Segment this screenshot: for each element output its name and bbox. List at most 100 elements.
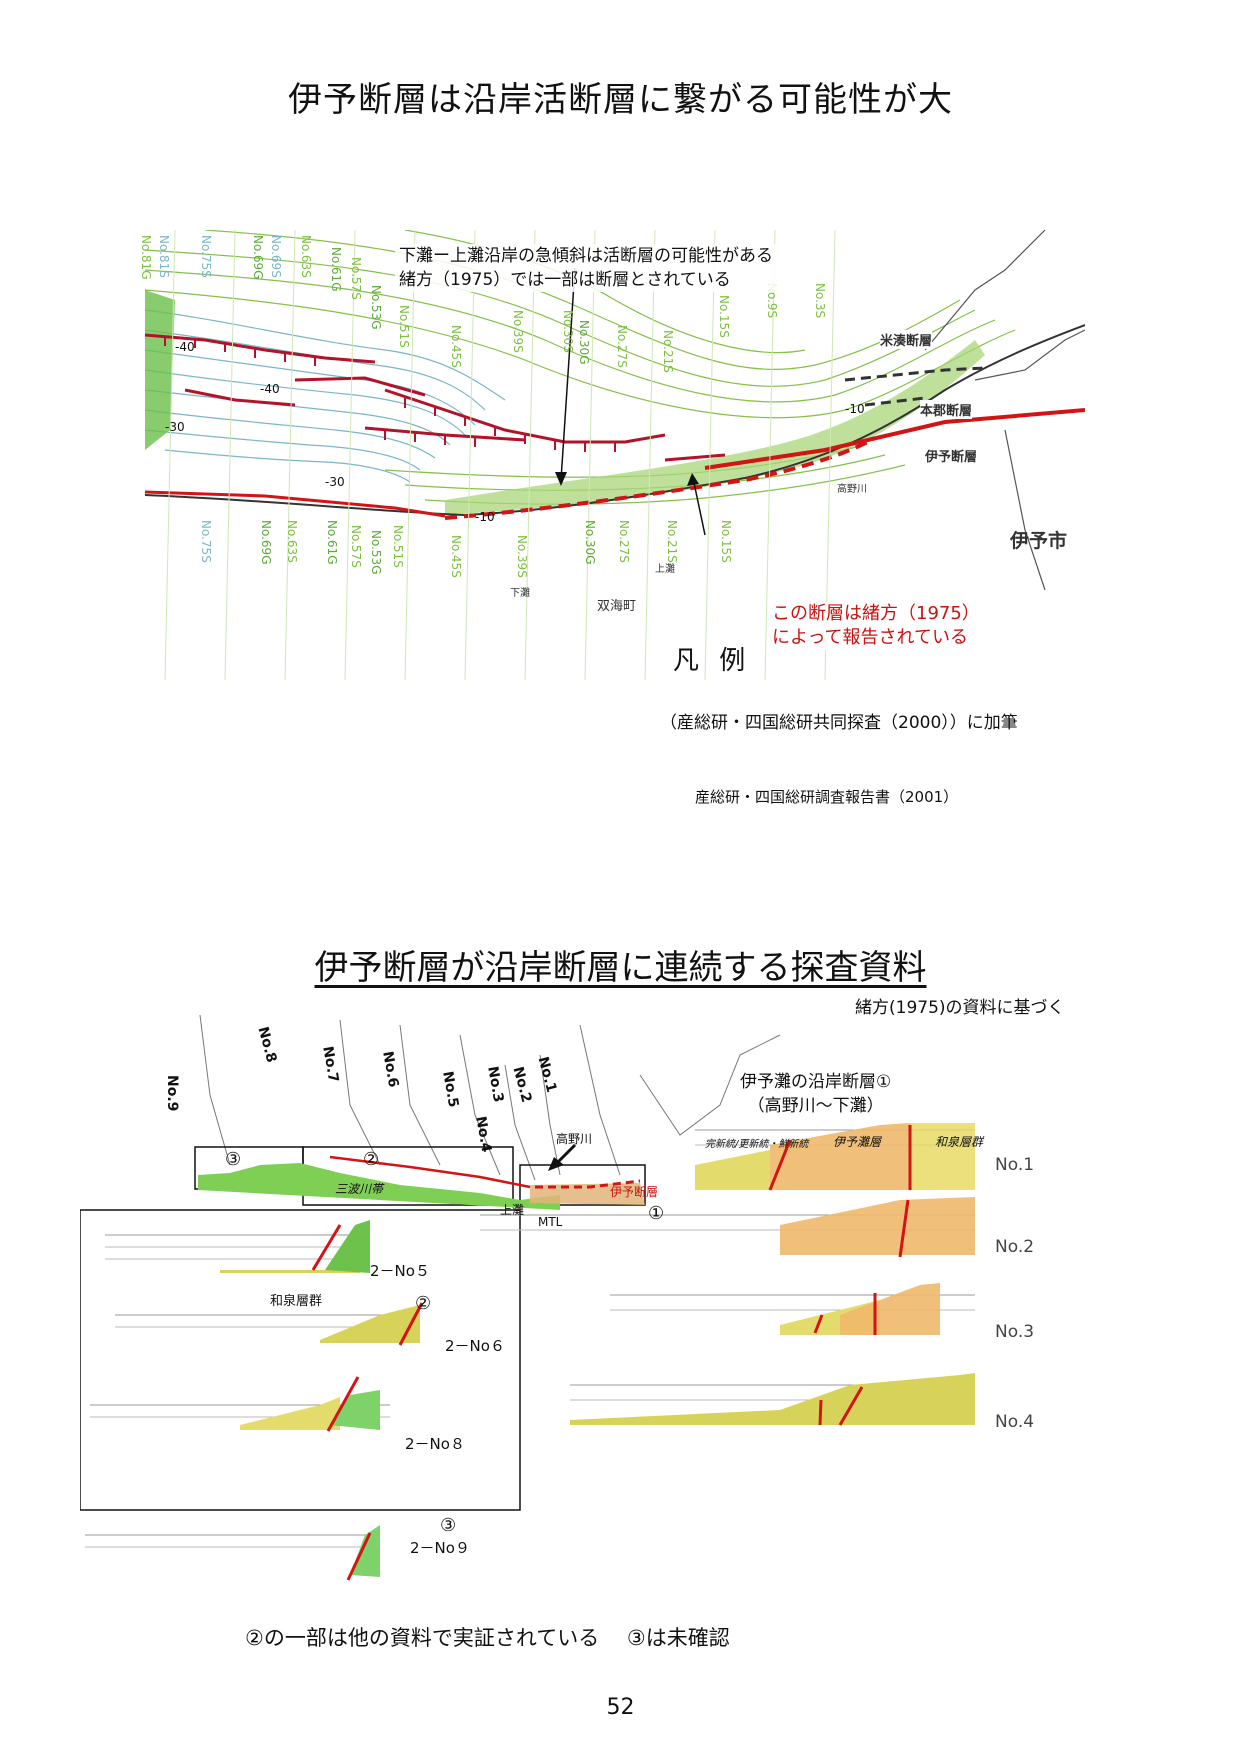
section-subtitle: 緒方(1975)の資料に基づく: [855, 998, 1065, 1018]
line-label: No.30S: [561, 310, 575, 353]
place-kaminada: 上灘: [655, 564, 675, 575]
survey-line-labels-bottom: No.75S No.69G No.63S No.61G No.57S No.53…: [145, 520, 845, 640]
left-profiles-box: [79, 1209, 521, 1511]
survey-map: No.81G No.81S No.75S No.69G No.69S No.63…: [139, 229, 1086, 681]
profile-label-left: 2－No６: [445, 1337, 505, 1355]
area1-marker: ①: [648, 1203, 665, 1224]
takanogawa-arrowhead: [548, 1157, 564, 1171]
line-label: No.39S: [515, 535, 529, 578]
line-label: No.61G: [329, 247, 343, 292]
profile-2-no5: [105, 1220, 370, 1273]
line-label: No.63S: [285, 520, 299, 563]
place-shimonada: 下灘: [510, 588, 530, 599]
line-label: No.75S: [199, 235, 213, 278]
area2-marker: ②: [363, 1149, 380, 1170]
coastal-fault-caption-line1: 伊予灘の沿岸断層①: [740, 1072, 892, 1092]
legend-label: 凡 例: [673, 646, 752, 676]
line-label: No.21S: [661, 330, 675, 373]
map-source: 産総研・四国総研調査報告書（2001）: [695, 788, 959, 806]
line-label: No.51S: [391, 525, 405, 568]
other-fault-lines: [844, 366, 986, 407]
profile-figure: No.9 No.8 No.7 No.6 No.5 No.4 No.3 No.2 …: [79, 1014, 1080, 1590]
red-fault-note: この断層は緒方（1975） によって報告されている: [770, 602, 982, 650]
section-title: 伊予断層が沿岸断層に連続する探査資料: [314, 948, 927, 988]
profile-mark-left: ②: [415, 1293, 432, 1314]
line-label: No.61G: [325, 520, 339, 565]
profile-2-no9: [85, 1525, 380, 1581]
bottom-note: ②の一部は他の資料で実証されている ③は未確認: [245, 1626, 730, 1650]
line-label: No.27S: [615, 325, 629, 368]
profile-label-right: No.4: [995, 1412, 1035, 1432]
line-label: No.69G: [251, 235, 265, 280]
annotation-arrowhead: [555, 472, 567, 486]
place-iyo-city: 伊予市: [1010, 530, 1068, 552]
fault-hachures: [164, 336, 616, 452]
kaminada-label: 上灘: [500, 1203, 525, 1217]
profile-label-left: 2－No５: [370, 1262, 430, 1280]
red-note-arrowhead: [687, 473, 699, 486]
profile-label-left: 2－No８: [405, 1435, 465, 1453]
izumi-label: 和泉層群: [270, 1294, 323, 1309]
iyo-fault-line: [144, 490, 446, 518]
suspected-fault-line: [444, 436, 876, 520]
profile-no2: [480, 1197, 975, 1258]
sediment-area1: [530, 1183, 645, 1205]
iyo-fault-line-east: [704, 408, 1086, 470]
page-title: 伊予断層は沿岸活断層に繋がる可能性が大: [288, 80, 953, 120]
line-label: No.45S: [449, 325, 463, 368]
coastal-fault-line: [329, 1155, 531, 1189]
line-label: No.63S: [299, 235, 313, 278]
map-credit: （産総研・四国総研共同探査（2000））に加筆: [660, 713, 1018, 733]
line-label: No.53G: [369, 285, 383, 330]
line-label: No.51S: [397, 305, 411, 348]
line-label: No.57S: [349, 525, 363, 568]
coastal-fault-caption-line2: （高野川～下灘）: [747, 1096, 884, 1116]
slope-annotation: 下灘ー上灘沿岸の急傾斜は活断層の可能性がある 緒方（1975）では一部は断層とさ…: [395, 244, 777, 292]
fault-name-yominato: 米湊断層: [880, 330, 933, 349]
red-fault-note-line2: によって報告されている: [772, 627, 969, 648]
depth-label: -40: [260, 382, 280, 396]
coastal-rock-area: [198, 1163, 560, 1210]
left-shaded-area: [145, 290, 175, 450]
line-label: No.75S: [199, 520, 213, 563]
place-takanogawa: 高野川: [837, 484, 867, 495]
land-roads: [924, 229, 1086, 591]
area3-marker: ③: [225, 1149, 242, 1170]
mtl-label: MTL: [538, 1215, 563, 1229]
slope-annotation-line2: 緒方（1975）では一部は断層とされている: [399, 270, 731, 290]
iyo-fault-label: 伊予断層: [610, 1185, 659, 1199]
line-label: No.81S: [157, 235, 171, 278]
line-label: No.27S: [617, 520, 631, 563]
depth-label: -30: [325, 475, 345, 489]
profile-no4: [570, 1373, 975, 1426]
takanogawa-label: 高野川: [556, 1132, 593, 1146]
depth-label: -10: [845, 402, 865, 416]
line-label: No.69G: [259, 520, 273, 565]
line-label: No.21S: [665, 520, 679, 563]
survey-lines-map: [199, 1014, 781, 1181]
profile-figure-graphic: [79, 1014, 975, 1581]
profile-header-izumi: 和泉層群: [935, 1135, 984, 1149]
line-label: No.45S: [449, 535, 463, 578]
line-label: No.3S: [813, 283, 827, 319]
red-note-arrow: [692, 477, 706, 536]
coastal-fault-dashed: [535, 1179, 641, 1189]
page-number: 52: [606, 1695, 635, 1720]
profile-header-holocene: 完新統/更新統・鮮新統: [705, 1139, 809, 1150]
survey-grid-lines: [164, 229, 836, 681]
profile-no3: [610, 1283, 975, 1335]
line-label: No.30G: [577, 320, 591, 365]
line-label: No.57S: [349, 257, 363, 300]
fault-name-iyo: 伊予断層: [925, 446, 978, 465]
coastal-fault-caption: 伊予灘の沿岸断層① （高野川～下灘）: [740, 1070, 891, 1118]
line-label: No.81G: [139, 235, 153, 280]
line-label: No.39S: [511, 310, 525, 353]
survey-map-graphic: [144, 229, 1086, 681]
line-label: No.15S: [719, 520, 733, 563]
profile-label-right: No.3: [995, 1322, 1035, 1342]
line-label: No.69S: [269, 235, 283, 278]
coastline: [144, 324, 1086, 517]
profile-2-no6: [115, 1302, 424, 1346]
survey-line-label: No.9: [164, 1075, 180, 1112]
depth-label: -10: [475, 510, 495, 524]
